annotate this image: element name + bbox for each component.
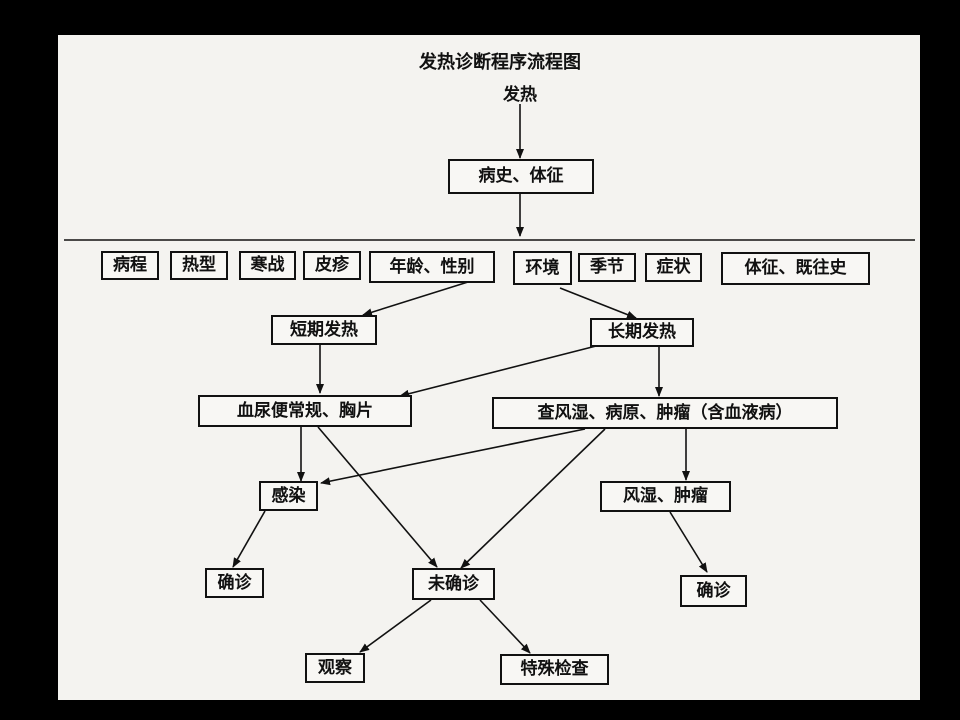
- factor-chills: 寒战: [239, 251, 296, 280]
- node-long-fever: 长期发热: [590, 318, 694, 347]
- node-observe: 观察: [305, 653, 365, 683]
- factor-age-sex: 年龄、性别: [369, 251, 495, 283]
- node-history: 病史、体征: [448, 159, 594, 194]
- node-routine-tests: 血尿便常规、胸片: [198, 395, 412, 427]
- node-rheum-tumor: 风湿、肿瘤: [600, 481, 731, 512]
- node-check-rheum-pathogen-tumor: 查风湿、病原、肿瘤（含血液病）: [492, 397, 838, 429]
- flowchart-sheet: [58, 35, 920, 700]
- start-label: 发热: [503, 85, 537, 105]
- factor-course: 病程: [101, 251, 159, 280]
- node-confirmed-infection: 确诊: [205, 568, 264, 598]
- node-short-fever: 短期发热: [271, 315, 377, 345]
- node-confirmed-rheum: 确诊: [680, 575, 747, 607]
- factor-season: 季节: [578, 253, 636, 282]
- factor-signs-history: 体征、既往史: [721, 252, 870, 285]
- node-unconfirmed: 未确诊: [412, 568, 495, 600]
- node-special-exam: 特殊检查: [500, 654, 609, 685]
- factor-environment: 环境: [513, 251, 572, 285]
- factor-symptoms: 症状: [645, 253, 702, 282]
- diagram-title: 发热诊断程序流程图: [419, 52, 581, 73]
- node-infection: 感染: [259, 481, 318, 511]
- factor-rash: 皮疹: [303, 251, 361, 280]
- factor-fever-type: 热型: [170, 251, 228, 280]
